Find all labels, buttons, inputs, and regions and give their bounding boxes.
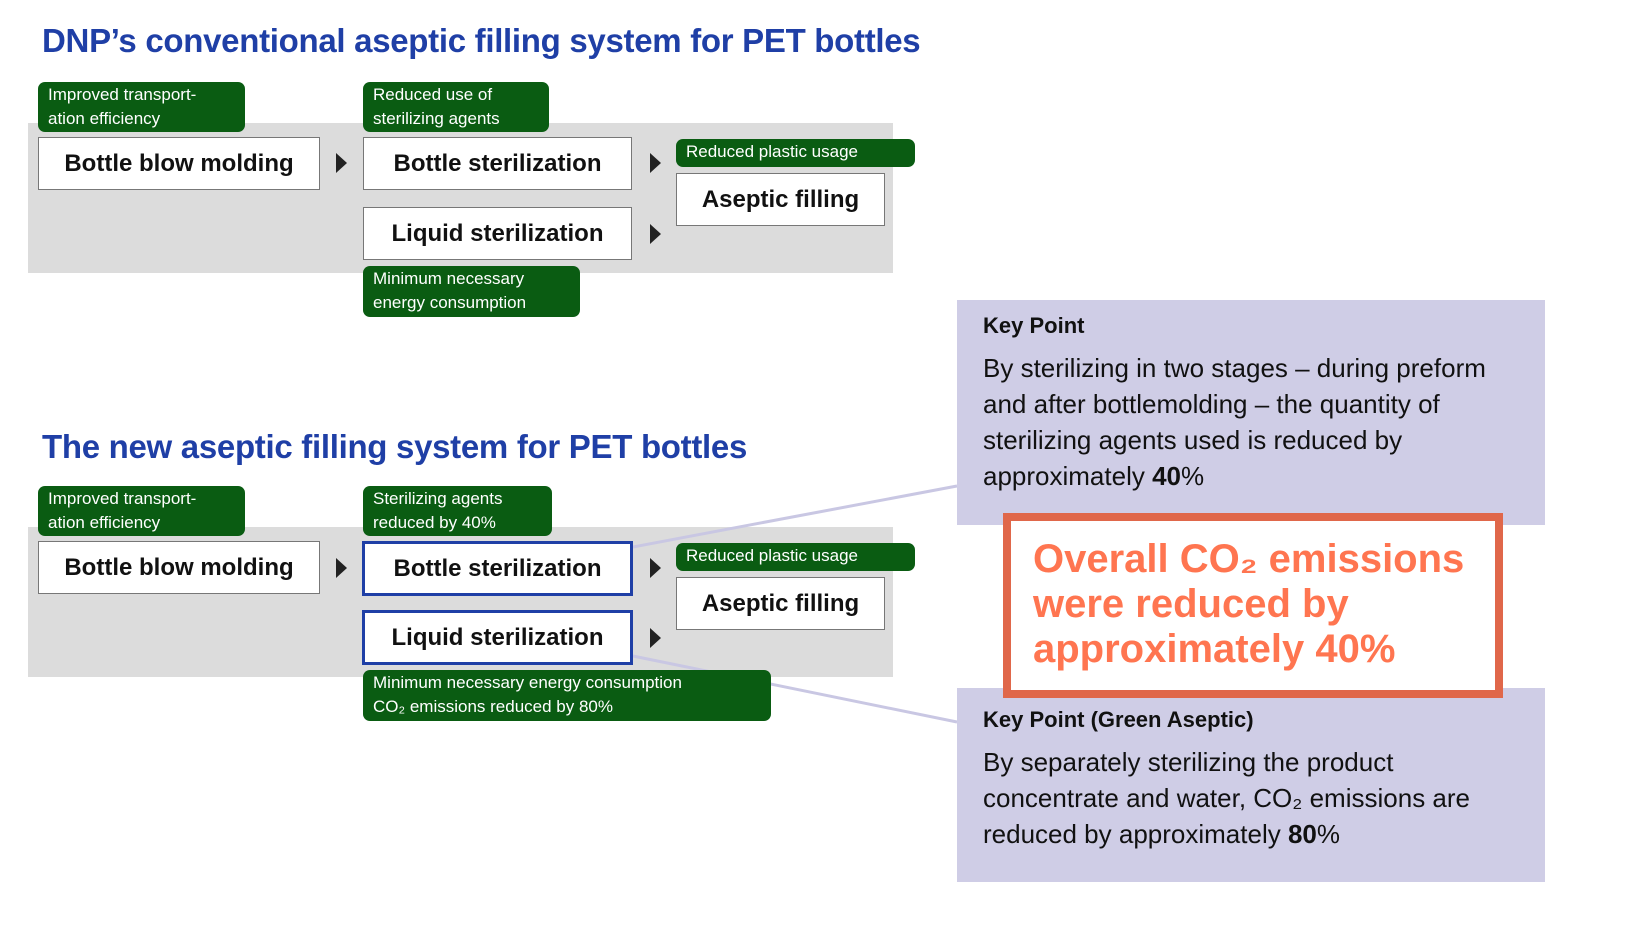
key-point-1: Key Point By sterilizing in two stages –… — [957, 300, 1545, 513]
tag-transport: Improved transport- ation efficiency — [38, 82, 245, 132]
step-liquid-sterilization: Liquid sterilization — [363, 207, 632, 260]
new-title: The new aseptic filling system for PET b… — [42, 428, 748, 465]
key-point-1-heading: Key Point — [983, 313, 1085, 338]
key-point-1-text: By sterilizing in two stages – during pr… — [983, 353, 1486, 491]
key-point-2-heading: Key Point (Green Aseptic) — [983, 707, 1254, 732]
arrow-icon — [650, 153, 661, 173]
key-point-2: Key Point (Green Aseptic) By separately … — [957, 698, 1545, 882]
arrow-icon — [650, 628, 661, 648]
step-blow-molding: Bottle blow molding — [38, 541, 320, 594]
arrow-icon — [650, 224, 661, 244]
tag-co2-line: CO₂ emissions reduced by 80% — [373, 697, 613, 716]
connector-line-1 — [632, 484, 958, 549]
arrow-icon — [336, 558, 347, 578]
tag-energy-line: Minimum necessary energy consumption — [373, 673, 682, 692]
summary-callout: Overall CO₂ emissions were reduced by ap… — [1003, 513, 1503, 698]
tag-transport: Improved transport- ation efficiency — [38, 486, 245, 536]
arrow-icon — [336, 153, 347, 173]
tag-energy: Minimum necessary energy consumption — [363, 266, 580, 317]
step-bottle-sterilization: Bottle sterilization — [362, 541, 633, 596]
tag-agents: Sterilizing agents reduced by 40% — [363, 486, 552, 536]
summary-line-2: were reduced by — [1033, 582, 1349, 626]
connector-line-2 — [632, 654, 958, 724]
conventional-title: DNP’s conventional aseptic filling syste… — [42, 22, 921, 59]
step-aseptic-filling: Aseptic filling — [676, 577, 885, 630]
key-point-2-text: By separately sterilizing the product co… — [983, 747, 1470, 849]
tag-plastic: Reduced plastic usage — [676, 139, 915, 167]
summary-line-1: Overall CO₂ emissions — [1033, 537, 1465, 581]
step-blow-molding: Bottle blow molding — [38, 137, 320, 190]
arrow-icon — [650, 558, 661, 578]
step-aseptic-filling: Aseptic filling — [676, 173, 885, 226]
step-bottle-sterilization: Bottle sterilization — [363, 137, 632, 190]
tag-agents: Reduced use of sterilizing agents — [363, 82, 549, 132]
tag-plastic: Reduced plastic usage — [676, 543, 915, 571]
step-liquid-sterilization: Liquid sterilization — [362, 610, 633, 665]
summary-line-3: approximately 40% — [1033, 627, 1396, 671]
